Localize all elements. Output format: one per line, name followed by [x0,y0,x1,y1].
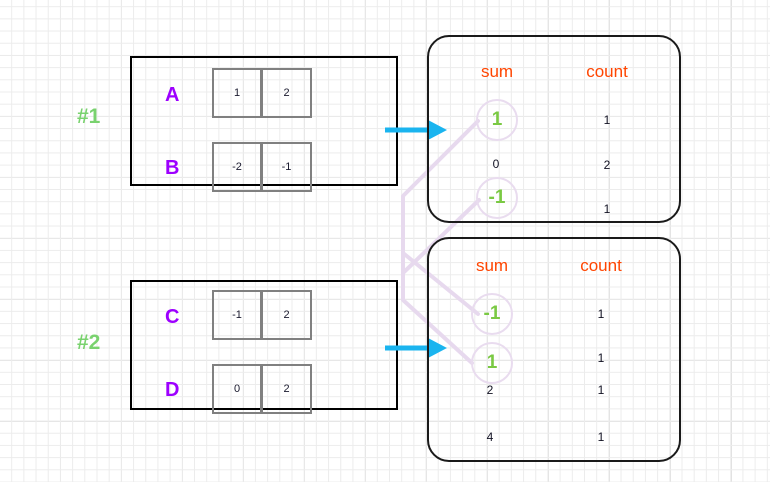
table1-header-count: count [586,62,628,81]
value-cell: 2 [262,68,312,118]
table2-sum-value: -1 [483,303,501,324]
aggregate-table-2 [427,237,681,462]
value-pair-c: -1 2 [212,290,312,340]
table2-sum-value: 4 [486,430,494,444]
table1-sum-value: 1 [491,109,503,130]
value-cell: -2 [212,142,262,192]
table1-count-value: 1 [603,113,611,127]
value-cell: -1 [262,142,312,192]
aggregate-table-1 [427,35,681,223]
table2-sum-value: 2 [486,383,494,397]
value-pair-a: 1 2 [212,68,312,118]
table2-count-value: 1 [597,351,605,365]
partition-tag-1: #1 [77,105,101,128]
table1-sum-value: 0 [492,157,500,171]
row-label-d: D [165,379,180,401]
table1-header-sum: sum [480,62,514,81]
highlight-ring [476,177,518,219]
table2-header-sum: sum [475,256,509,275]
row-label-b: B [165,157,180,179]
highlight-ring [476,99,518,141]
row-label-a: A [165,84,180,106]
table2-count-value: 1 [597,307,605,321]
table2-count-value: 1 [597,430,605,444]
highlight-ring [471,342,513,384]
value-cell: 2 [262,290,312,340]
table1-count-value: 1 [603,202,611,216]
value-pair-d: 0 2 [212,364,312,414]
table1-sum-value: -1 [488,187,506,208]
table2-header-count: count [580,256,622,275]
partition-block-2: C -1 2 D 0 2 [130,280,398,414]
value-cell: 1 [212,68,262,118]
row-label-c: C [165,306,180,328]
value-cell: -1 [212,290,262,340]
value-cell: 0 [212,364,262,414]
table2-count-value: 1 [597,383,605,397]
partition-block-1: A 1 2 B -2 -1 [130,56,398,192]
partition-tag-2: #2 [77,331,101,354]
value-pair-b: -2 -1 [212,142,312,192]
value-cell: 2 [262,364,312,414]
table2-sum-value: 1 [486,352,498,373]
highlight-ring [471,293,513,335]
table1-count-value: 2 [603,158,611,172]
